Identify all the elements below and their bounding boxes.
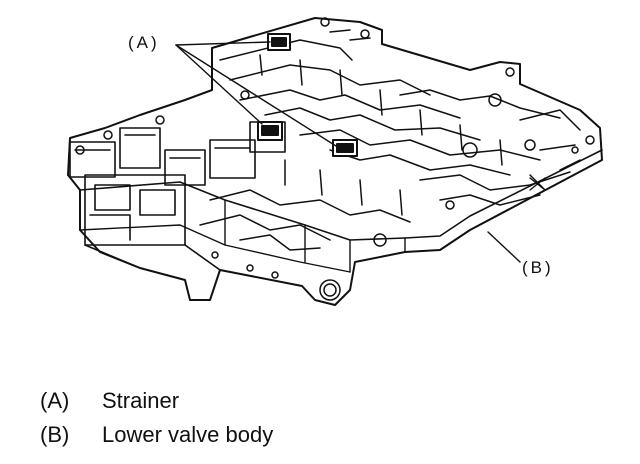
- legend-label-b: Lower valve body: [102, 422, 274, 447]
- legend-key-b: (B): [40, 422, 70, 447]
- strainer-middle: [257, 121, 283, 141]
- legend-key-a: (A): [40, 388, 70, 413]
- callout-label-b: (B): [522, 258, 554, 277]
- strainer-right: [332, 139, 358, 157]
- legend-row-a: (A) Strainer: [40, 384, 273, 418]
- strainer-top: [267, 33, 291, 51]
- bolt-holes: [75, 17, 595, 301]
- legend: (A) Strainer (B) Lower valve body: [40, 384, 273, 452]
- valve-body-illustration: [67, 17, 603, 306]
- legend-label-a: Strainer: [102, 388, 180, 413]
- fluid-channels: [199, 29, 581, 251]
- x-mark: [529, 177, 546, 191]
- callout-a-leaders: [175, 41, 337, 147]
- callout-b-leader: [487, 231, 521, 263]
- raised-blocks: [69, 121, 286, 186]
- lower-left-block: [84, 174, 221, 271]
- valve-body-outline: [67, 17, 603, 306]
- callout-label-a: (A): [128, 33, 160, 52]
- legend-row-b: (B) Lower valve body: [40, 418, 273, 452]
